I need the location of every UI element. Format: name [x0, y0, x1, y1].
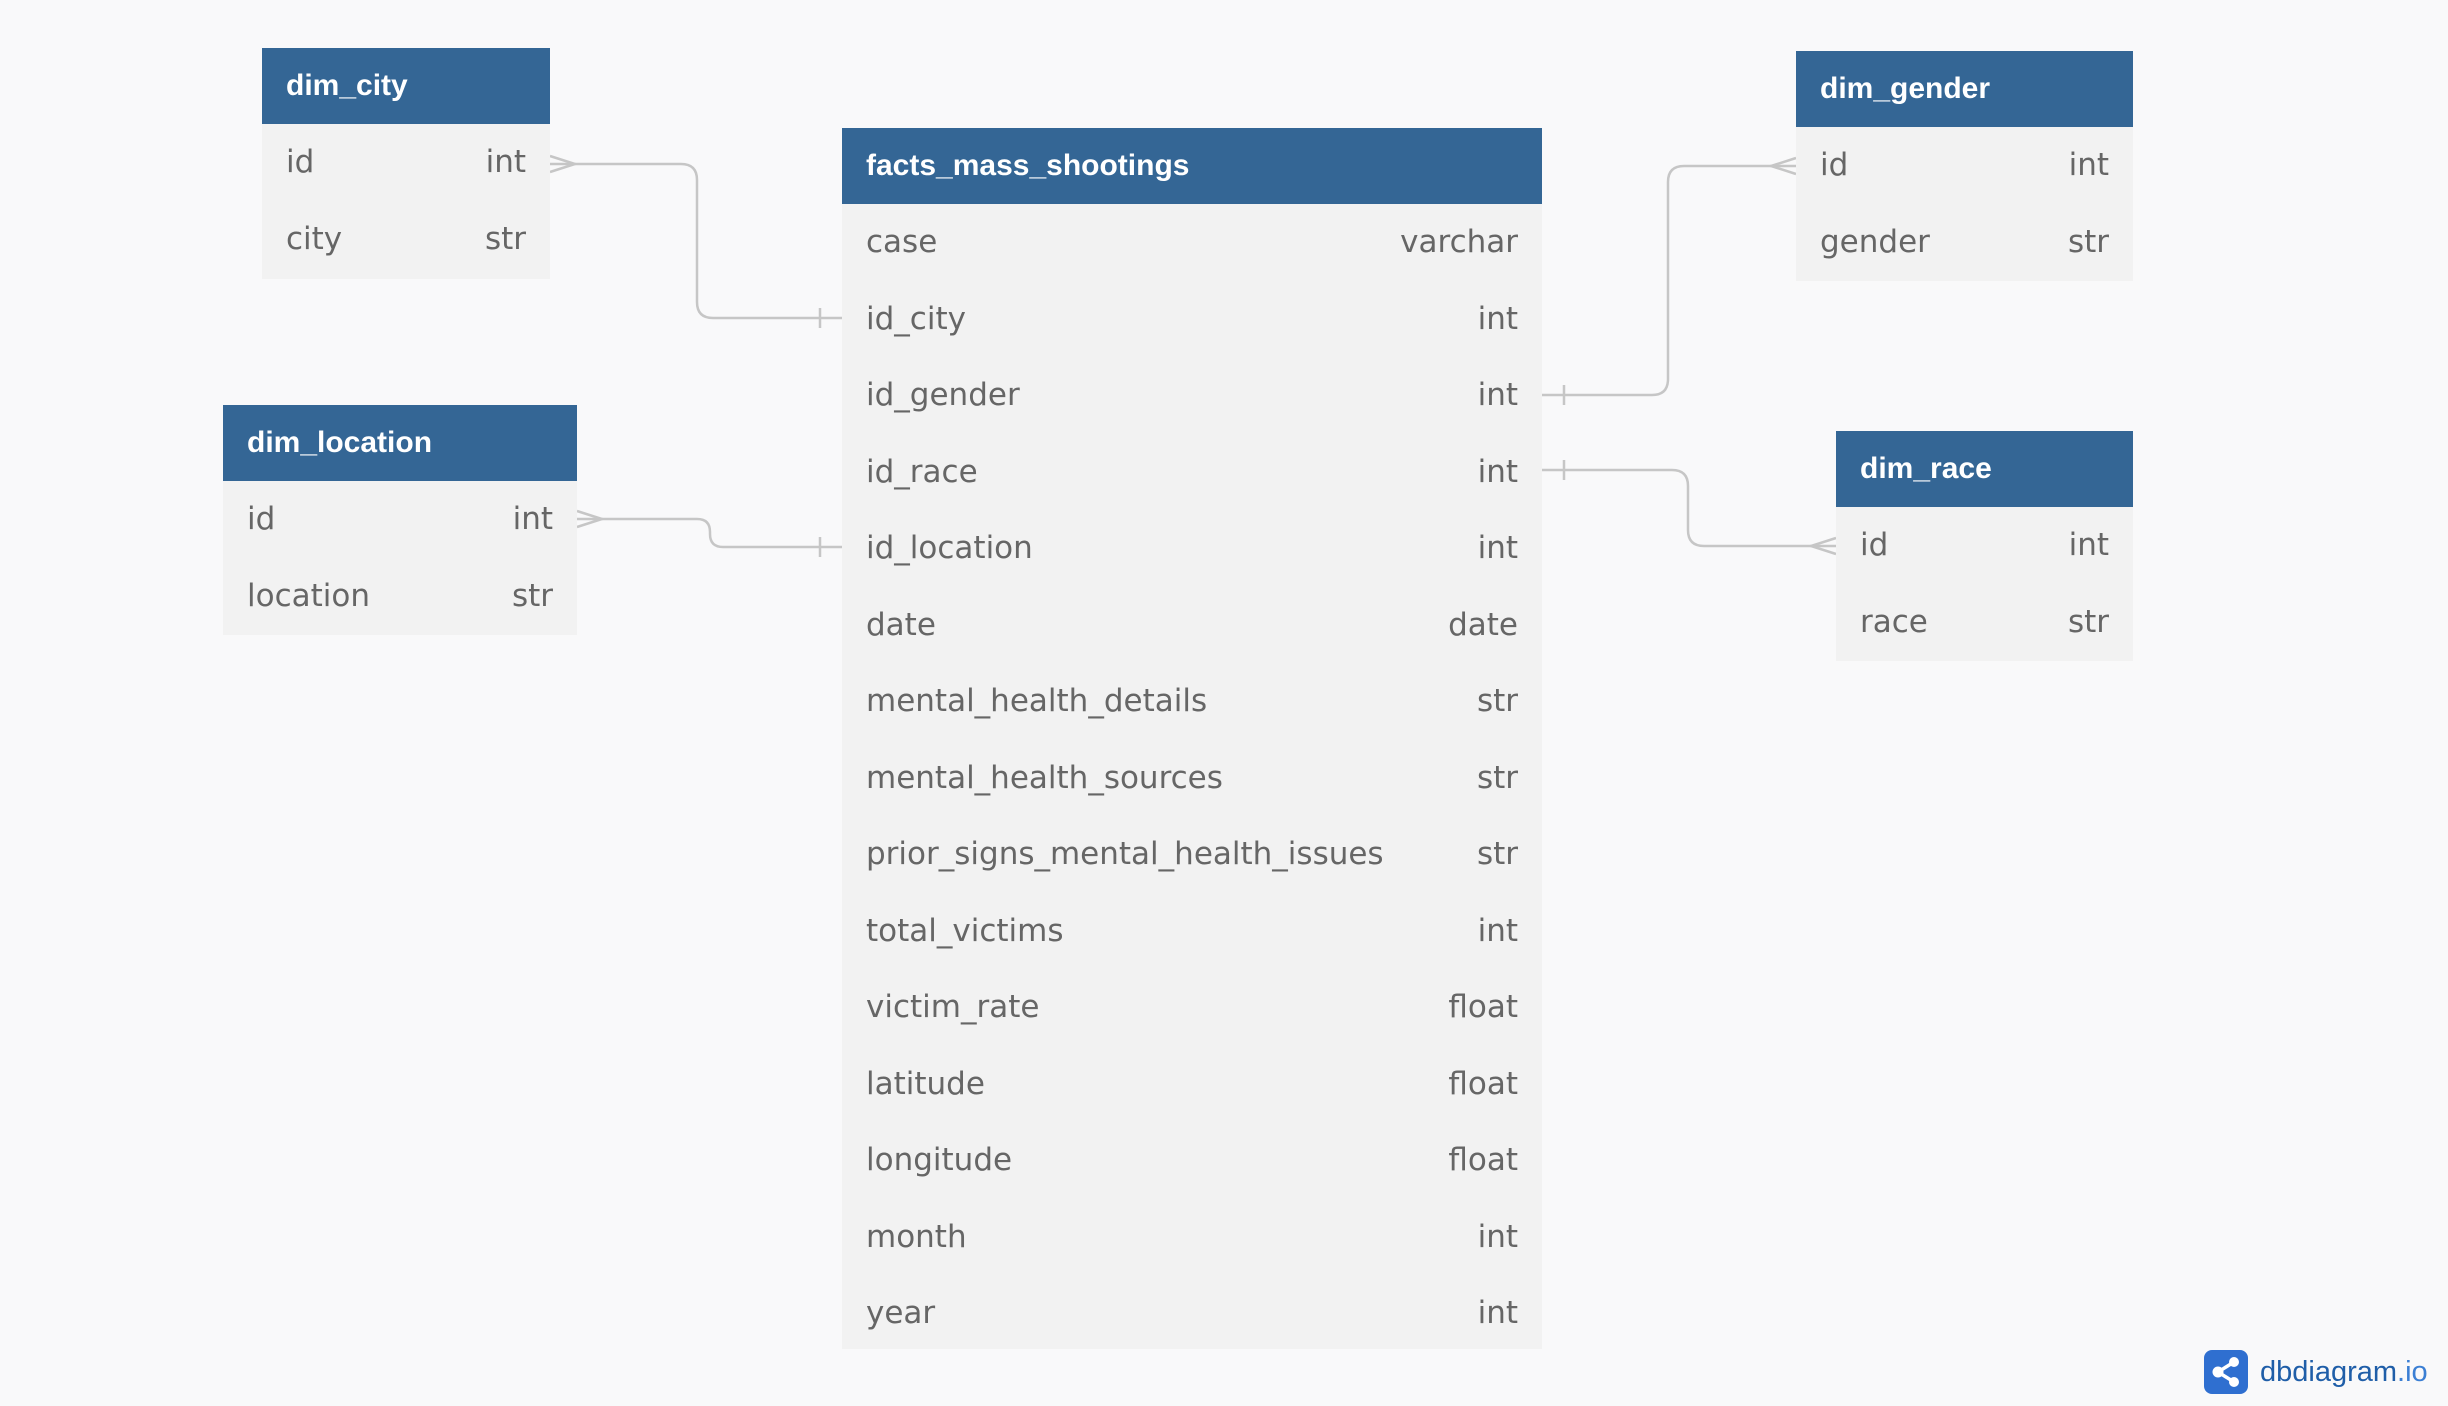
column-name: prior_signs_mental_health_issues [866, 836, 1384, 873]
column-type: float [1448, 989, 1518, 1026]
column-name: id [1820, 147, 1849, 184]
column-name: year [866, 1295, 936, 1332]
column-name: date [866, 606, 936, 643]
table-dim-gender[interactable]: dim_gender id int gender str [1796, 51, 2133, 281]
column-type: date [1448, 606, 1518, 643]
column-row-location[interactable]: location str [223, 558, 577, 635]
column-row-id[interactable]: id int [262, 124, 550, 201]
column-type: int [1477, 1295, 1518, 1332]
column-type: int [512, 501, 553, 538]
brand-logo[interactable]: dbdiagram.io [2204, 1350, 2428, 1394]
column-row-id[interactable]: id int [1796, 127, 2133, 204]
column-type: float [1448, 1065, 1518, 1102]
column-type: str [2067, 603, 2109, 640]
column-name: month [866, 1218, 967, 1255]
column-row-month[interactable]: month int [842, 1199, 1542, 1276]
table-dim-location[interactable]: dim_location id int location str [223, 405, 577, 635]
brand-name-tld: .io [2397, 1355, 2428, 1388]
column-name: victim_rate [866, 989, 1040, 1026]
relation-city [550, 162, 842, 320]
column-type: int [1477, 300, 1518, 337]
column-row-id[interactable]: id int [1836, 507, 2133, 584]
column-row-latitude[interactable]: latitude float [842, 1046, 1542, 1123]
brand-name-main: dbdiagram [2260, 1355, 2398, 1388]
table-dim-race[interactable]: dim_race id int race str [1836, 431, 2133, 661]
relation-gender [1542, 164, 1796, 397]
column-type: str [484, 220, 526, 257]
column-name: race [1860, 603, 1928, 640]
column-name: latitude [866, 1065, 985, 1102]
column-name: id [247, 501, 276, 538]
table-header[interactable]: dim_city [262, 48, 550, 124]
column-type: int [1477, 377, 1518, 414]
table-header[interactable]: dim_race [1836, 431, 2133, 507]
table-header[interactable]: dim_location [223, 405, 577, 481]
table-dim-city[interactable]: dim_city id int city str [262, 48, 550, 279]
column-row-mental-health-details[interactable]: mental_health_details str [842, 663, 1542, 740]
column-type: int [2068, 147, 2109, 184]
column-type: str [2067, 223, 2109, 260]
column-type: int [1477, 453, 1518, 490]
table-header[interactable]: dim_gender [1796, 51, 2133, 127]
column-type: str [1476, 683, 1518, 720]
column-name: location [247, 577, 371, 614]
column-row-longitude[interactable]: longitude float [842, 1122, 1542, 1199]
column-name: id_race [866, 453, 978, 490]
share-icon [2204, 1350, 2248, 1394]
column-type: int [1477, 912, 1518, 949]
column-name: total_victims [866, 912, 1064, 949]
column-row-id-race[interactable]: id_race int [842, 434, 1542, 511]
table-facts-mass-shootings[interactable]: facts_mass_shootings case varchar id_cit… [842, 128, 1542, 1349]
column-name: gender [1820, 223, 1930, 260]
relation-location [577, 517, 842, 549]
brand-name: dbdiagram.io [2260, 1356, 2428, 1389]
relation-race-crowfoot [1806, 536, 1837, 556]
column-name: id_gender [866, 377, 1020, 414]
column-type: str [1476, 759, 1518, 796]
column-row-id-city[interactable]: id_city int [842, 281, 1542, 358]
column-row-id-gender[interactable]: id_gender int [842, 357, 1542, 434]
column-name: mental_health_details [866, 683, 1208, 720]
column-type: float [1448, 1142, 1518, 1179]
column-row-gender[interactable]: gender str [1796, 204, 2133, 281]
column-type: str [511, 577, 553, 614]
relation-city-crowfoot [549, 154, 580, 174]
column-name: longitude [866, 1142, 1013, 1179]
column-row-total-victims[interactable]: total_victims int [842, 893, 1542, 970]
column-name: mental_health_sources [866, 759, 1223, 796]
column-row-prior-signs[interactable]: prior_signs_mental_health_issues str [842, 816, 1542, 893]
column-row-date[interactable]: date date [842, 587, 1542, 664]
column-name: id [286, 144, 315, 181]
column-row-case[interactable]: case varchar [842, 204, 1542, 281]
column-name: id_city [866, 300, 966, 337]
column-type: int [1477, 530, 1518, 567]
column-row-id-location[interactable]: id_location int [842, 510, 1542, 587]
column-name: case [866, 224, 938, 261]
column-row-mental-health-sources[interactable]: mental_health_sources str [842, 740, 1542, 817]
relation-race [1542, 468, 1836, 548]
column-type: varchar [1400, 224, 1518, 261]
column-type: int [2068, 527, 2109, 564]
table-header[interactable]: facts_mass_shootings [842, 128, 1542, 204]
column-row-id[interactable]: id int [223, 481, 577, 558]
column-name: id_location [866, 530, 1033, 567]
column-type: str [1476, 836, 1518, 873]
column-type: int [485, 144, 526, 181]
column-row-year[interactable]: year int [842, 1275, 1542, 1352]
column-row-race[interactable]: race str [1836, 584, 2133, 661]
column-row-victim-rate[interactable]: victim_rate float [842, 969, 1542, 1046]
column-name: city [286, 220, 343, 257]
column-name: id [1860, 527, 1889, 564]
column-row-city[interactable]: city str [262, 201, 550, 278]
column-type: int [1477, 1218, 1518, 1255]
relation-gender-crowfoot [1766, 156, 1797, 176]
relation-location-crowfoot [576, 509, 607, 529]
